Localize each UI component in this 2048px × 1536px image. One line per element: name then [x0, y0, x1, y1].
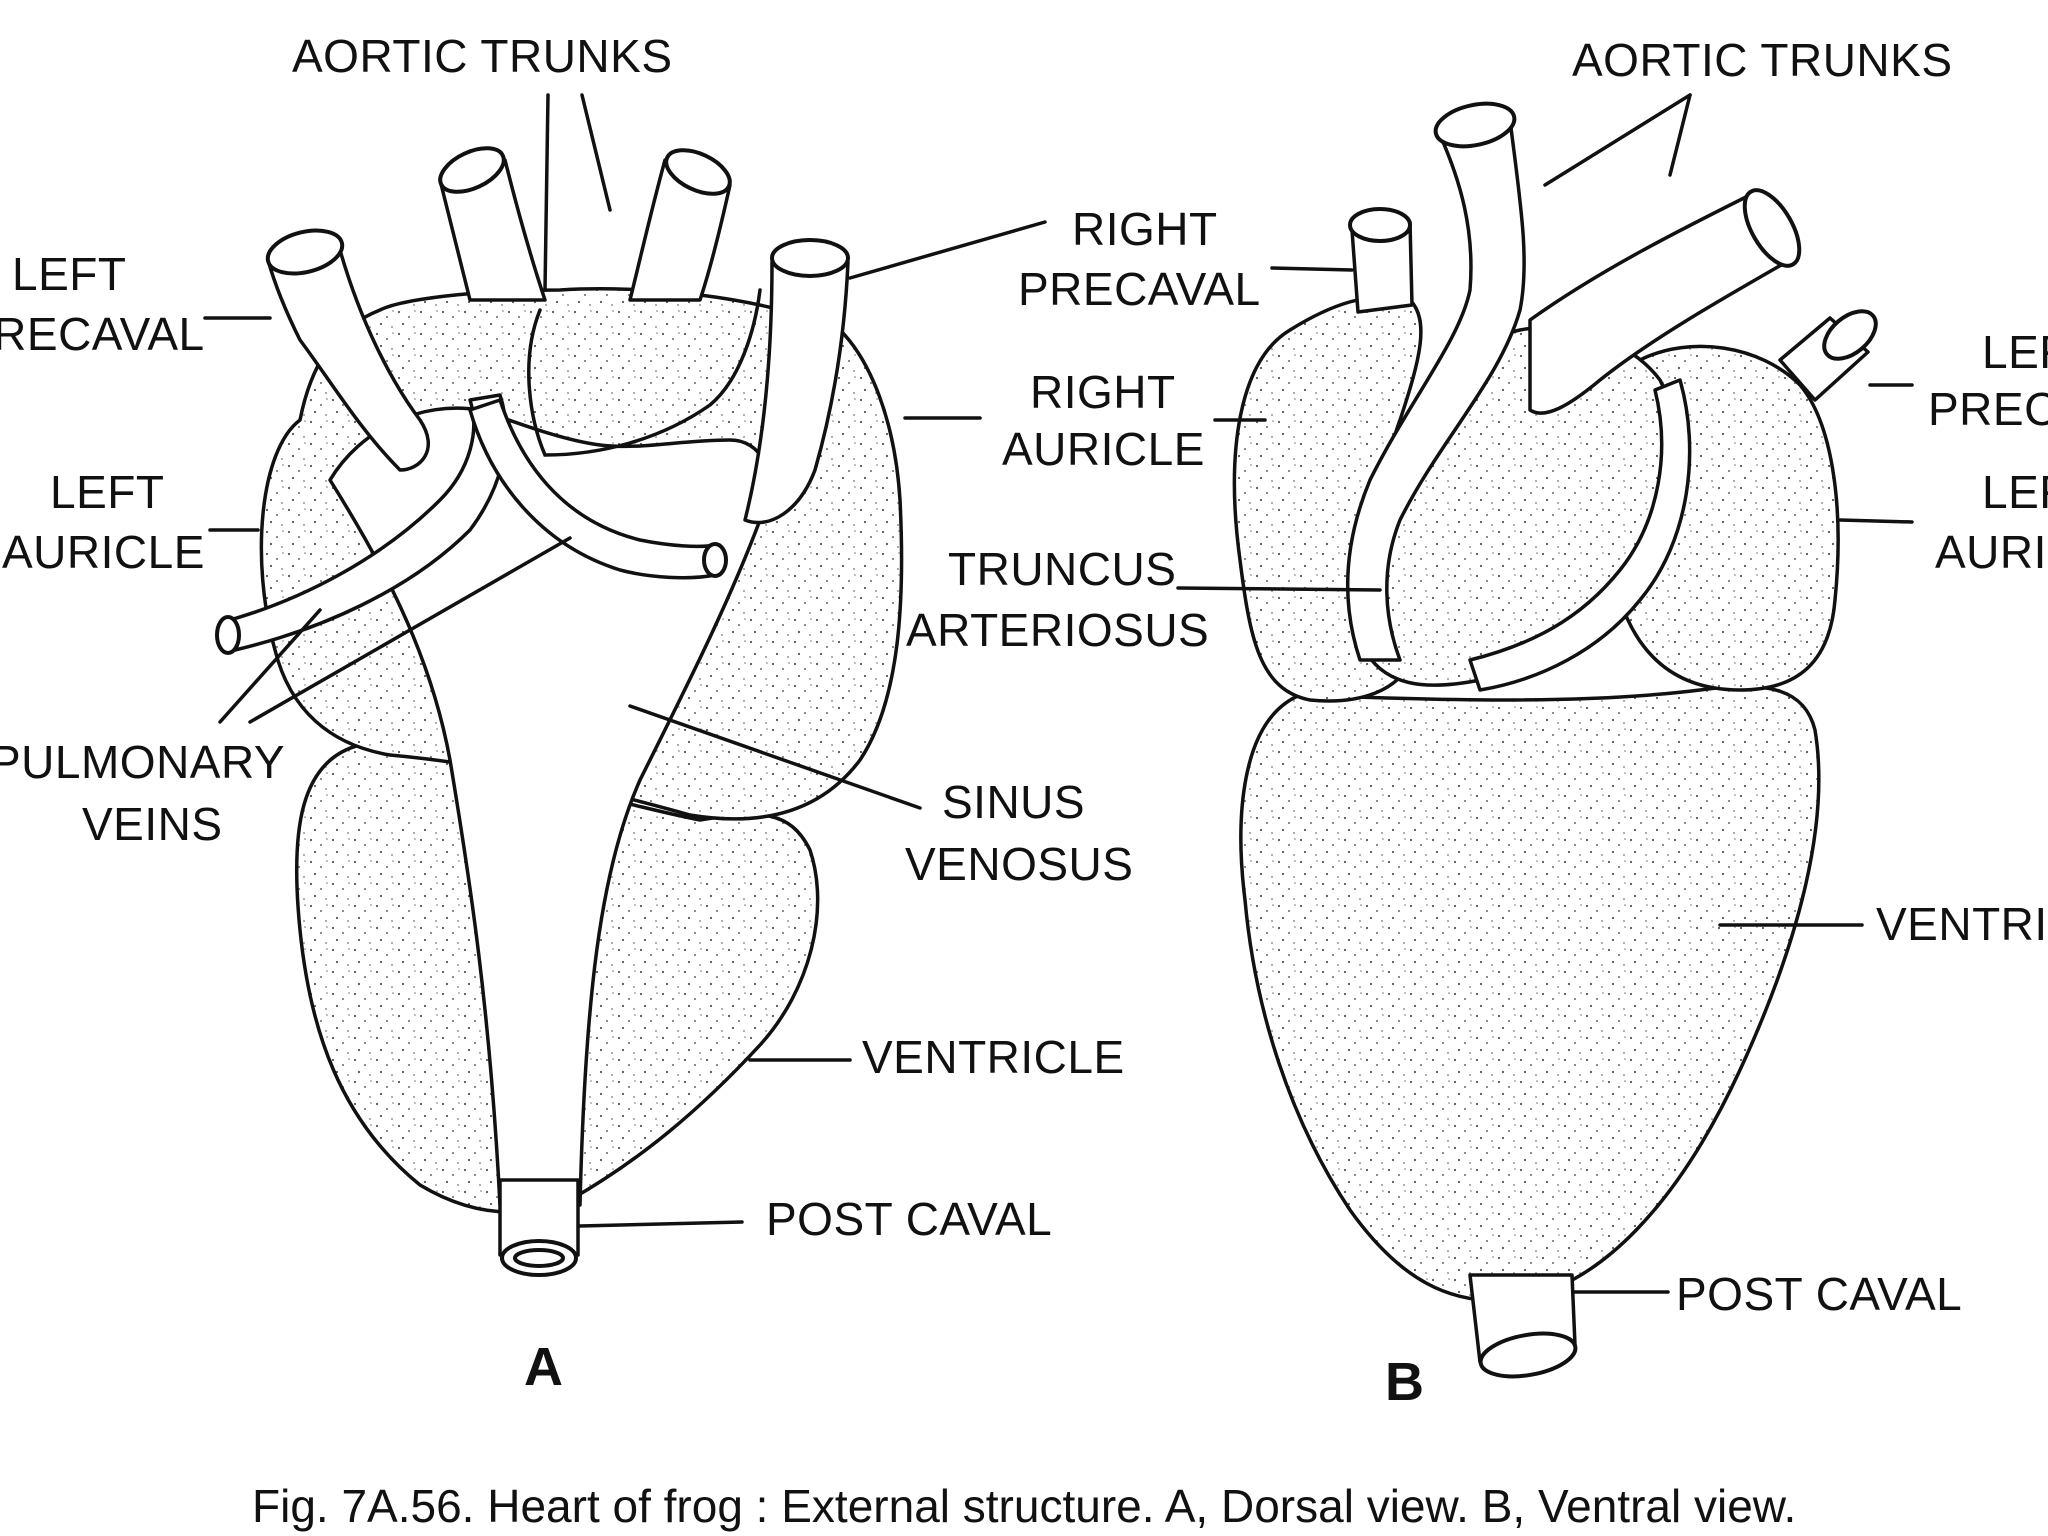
b-aortic-trunk-right [1528, 193, 1792, 415]
b-label-truncus-1: TRUNCUS [948, 543, 1176, 595]
figure-caption: Fig. 7A.56. Heart of frog : External str… [252, 1480, 1796, 1532]
a-label-left-auricle-1: LEFT [50, 466, 164, 518]
a-aortic-trunk-right-opening [664, 148, 732, 196]
a-pulmonary-vein-left-opening [215, 615, 241, 655]
b-leader-truncus [1176, 586, 1382, 592]
a-label-right-precaval-2: PRECAVAL [1018, 263, 1261, 315]
b-left-precaval-opening [1822, 309, 1878, 361]
b-label-left-auricle-2: AURICLE [1935, 526, 2048, 578]
a-leader-post-caval [578, 1220, 744, 1228]
a-right-precaval-vessel [743, 260, 850, 525]
a-label-left-precaval-2: PRECAVAL [0, 308, 205, 360]
b-label-aortic-trunks: AORTIC TRUNKS [1572, 34, 1953, 86]
a-label-sinus-venosus-1: SINUS [942, 776, 1085, 828]
a-label-pulmonary-veins-1: PULMONARY [0, 736, 285, 788]
b-truncus-lower-loop [1468, 378, 1692, 692]
b-leader-aortic-1 [1543, 93, 1692, 187]
b-ventricle-shape [1239, 684, 1821, 1303]
a-label-left-auricle-2: AURICLE [2, 526, 205, 578]
a-view-letter: A [524, 1337, 563, 1397]
b-aortic-trunk-right-opening [1742, 188, 1802, 268]
a-left-precaval-vessel [266, 248, 431, 472]
b-post-caval-opening [1478, 1331, 1578, 1379]
b-label-ventricle: VENTRICLE [1876, 898, 2048, 950]
a-post-caval-vessel [498, 1178, 580, 1257]
b-label-left-auricle-1: LEFT [1982, 466, 2048, 518]
b-leader-aortic-2 [1668, 93, 1692, 177]
b-right-precaval-opening [1348, 207, 1412, 243]
b-aortic-trunk-left-opening [1433, 101, 1517, 149]
a-label-left-precaval-1: LEFT [12, 248, 126, 300]
a-post-caval-lumen [513, 1248, 565, 1268]
a-leader-pulmonary-2 [248, 536, 572, 724]
a-label-right-auricle-2: AURICLE [1002, 423, 1205, 475]
b-leader-right-precaval [1270, 266, 1354, 272]
a-leader-aortic-1 [543, 93, 550, 292]
a-label-pulmonary-veins-2: VEINS [82, 798, 223, 850]
a-label-ventricle: VENTRICLE [862, 1031, 1125, 1083]
b-label-left-precaval-2: PRECAVAL [1928, 383, 2048, 435]
a-leader-pulmonary-1 [218, 608, 322, 724]
a-label-right-auricle-1: RIGHT [1030, 366, 1176, 418]
b-label-truncus-2: ARTERIOSUS [906, 604, 1209, 656]
a-pulmonary-vein-right-opening [702, 542, 728, 578]
a-label-sinus-venosus-2: VENOSUS [905, 838, 1133, 890]
a-sinus-venosus-shape [328, 406, 770, 1207]
a-leader-aortic-2 [580, 93, 612, 212]
b-aortic-trunk-left [1345, 118, 1526, 662]
a-right-auricle-lobe [527, 288, 762, 457]
b-label-post-caval: POST CAVAL [1676, 1268, 1962, 1320]
a-right-precaval-opening [770, 238, 850, 278]
a-left-precaval-opening [265, 228, 345, 276]
a-label-aortic-trunks: AORTIC TRUNKS [292, 30, 673, 82]
figure-b-ventral-view: AORTIC TRUNKS TRUNCUS ARTERIOSUS LEFT PR… [906, 34, 2048, 1412]
a-label-right-precaval-1: RIGHT [1072, 203, 1218, 255]
a-aortic-trunk-left-opening [438, 146, 506, 194]
figure-a-dorsal-view: AORTIC TRUNKS LEFT PRECAVAL RIGHT PRECAV… [0, 30, 1261, 1397]
a-leader-right-precaval [848, 220, 1047, 280]
b-leader-left-auricle [1838, 518, 1914, 524]
a-leader-sinus [628, 704, 922, 810]
a-aortic-trunk-left [438, 158, 547, 302]
a-label-post-caval: POST CAVAL [766, 1193, 1052, 1245]
b-label-left-precaval-1: LEFT [1982, 326, 2048, 378]
b-view-letter: B [1385, 1352, 1424, 1412]
